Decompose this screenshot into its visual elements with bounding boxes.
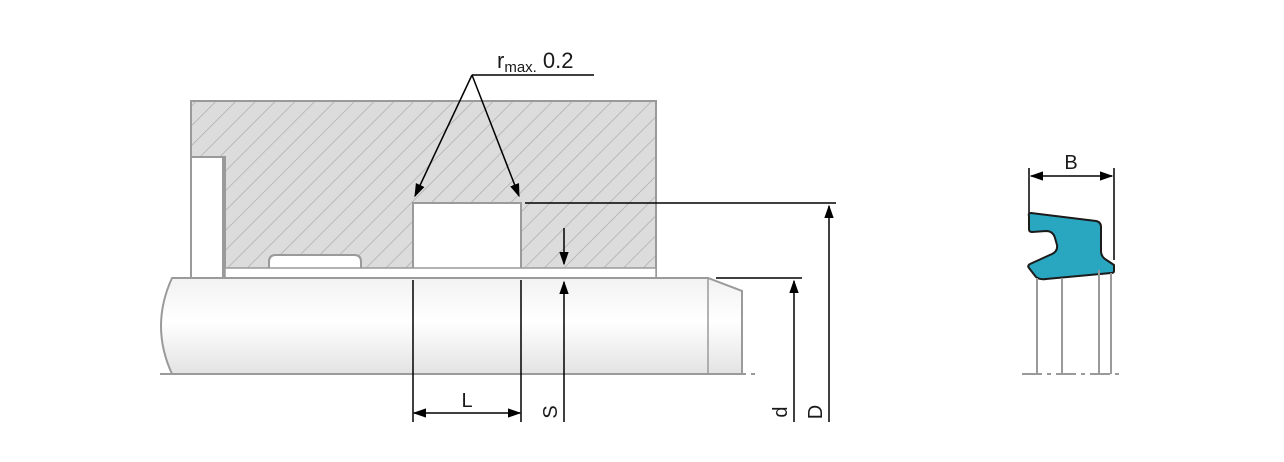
guide-ring-left — [190, 156, 224, 279]
dimension-l: L — [412, 280, 522, 422]
seal-profile-view: B — [1022, 152, 1124, 375]
dimension-d-small: d — [716, 277, 802, 422]
dimension-b-label: B — [1064, 152, 1077, 174]
callout-arrow-left — [414, 74, 473, 198]
dimension-s-label: S — [540, 405, 562, 418]
dimension-l-label: L — [461, 390, 472, 412]
dimension-s: S — [540, 228, 569, 422]
rod-body — [160, 277, 743, 375]
callout-arrow-right — [471, 74, 520, 198]
radius-label: rmax.0.2 — [497, 48, 573, 76]
dimension-d-label: d — [770, 406, 792, 417]
dimension-D-label: D — [805, 405, 827, 419]
seal-cross-section — [1027, 212, 1115, 281]
housing — [190, 100, 657, 279]
radius-callout: rmax.0.2 — [414, 48, 594, 198]
rod — [160, 277, 755, 375]
groove — [412, 202, 522, 279]
housing-clearance — [224, 267, 657, 279]
dimension-d-large: D — [525, 202, 836, 422]
